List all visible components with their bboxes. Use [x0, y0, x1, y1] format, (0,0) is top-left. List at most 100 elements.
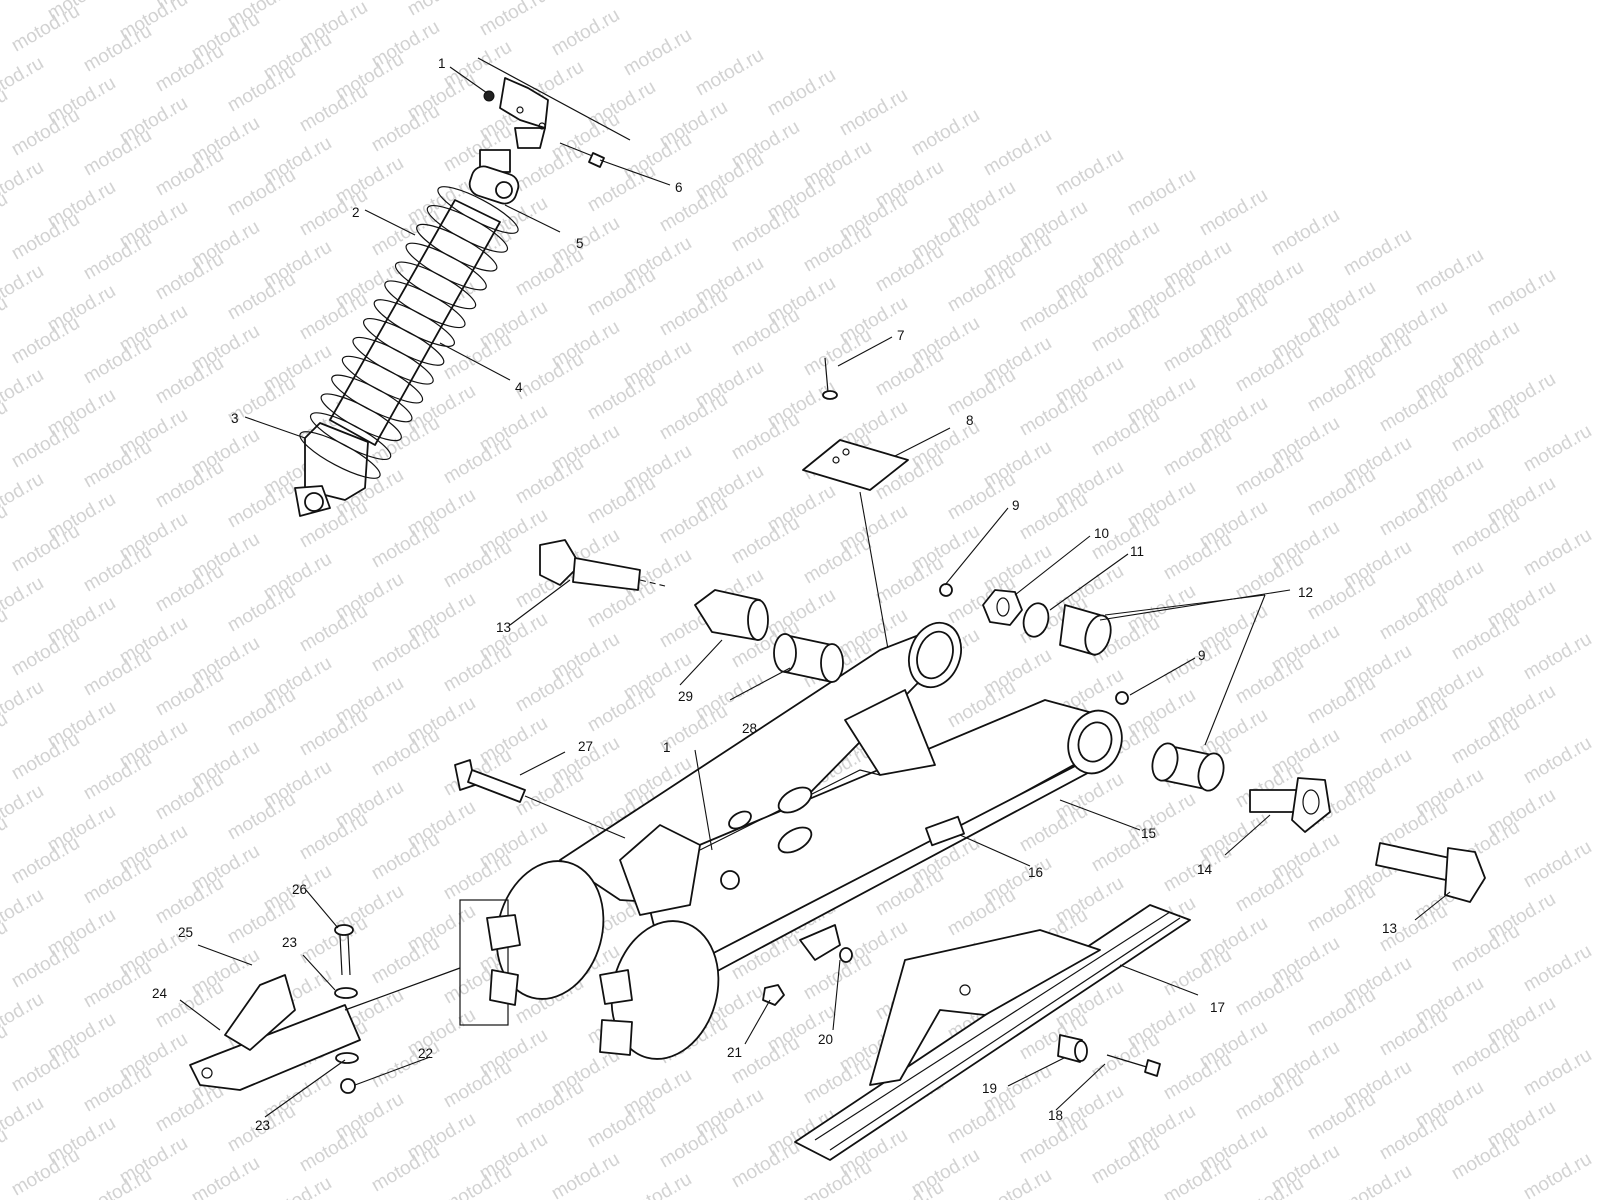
watermark-text: motod.ru [0, 85, 11, 141]
bolt-18 [1106, 1054, 1161, 1077]
callout-27: 27 [578, 739, 593, 754]
watermark-text: motod.ru [1520, 1149, 1595, 1200]
watermark-text: motod.ru [1484, 265, 1559, 321]
watermark-text: motod.ru [0, 501, 11, 557]
watermark-text: motod.ru [1412, 245, 1487, 301]
callout-17: 17 [1210, 1000, 1225, 1015]
watermark-text: motod.ru [1268, 205, 1343, 261]
pivot-bolt-13a [539, 539, 666, 591]
watermark-text: motod.ru [0, 397, 11, 453]
parts-drawing [189, 57, 1486, 1161]
callout-25: 25 [178, 925, 193, 940]
callout-2: 2 [352, 205, 360, 220]
callout-23: 23 [282, 935, 297, 950]
clamp-rings [459, 860, 720, 1060]
watermark-text: motod.ru [0, 709, 11, 765]
washer-20 [799, 924, 853, 963]
callout-20: 20 [818, 1032, 833, 1047]
chain-guard-17 [794, 904, 1191, 1161]
watermark-text: motod.ru [0, 189, 11, 245]
callout-26: 26 [292, 882, 307, 897]
watermark-text: motod.ru [620, 25, 695, 81]
callout-5: 5 [576, 236, 584, 251]
watermark-text: motod.ru [1340, 225, 1415, 281]
spacer-19 [1057, 1034, 1088, 1063]
callout-9: 9 [1012, 498, 1020, 513]
watermark-text: motod.ru [548, 5, 623, 61]
shock-mount-bracket [477, 57, 631, 173]
watermark-text: motod.ru [0, 293, 11, 349]
grease-fitting-9b [1115, 691, 1129, 705]
callout-12: 12 [1298, 585, 1313, 600]
bolt-26 [334, 924, 359, 1094]
callout-13b: 13 [1382, 921, 1397, 936]
callout-24: 24 [152, 986, 168, 1001]
plate-8 [802, 439, 909, 491]
callout-11: 11 [1130, 544, 1144, 559]
callout-23b: 23 [255, 1118, 270, 1133]
washer-11 [1022, 602, 1050, 638]
grease-fitting-9a [939, 583, 953, 597]
watermark-text: motod.ru [0, 917, 11, 973]
callout-3: 3 [231, 411, 239, 426]
watermark-text: motod.ru [1196, 185, 1271, 241]
bushing-28 [773, 633, 844, 683]
watermark-text: motod.ru [0, 605, 11, 661]
callout-19: 19 [982, 1081, 997, 1096]
callout-15: 15 [1141, 826, 1156, 841]
watermark-text: motod.ru [1124, 165, 1199, 221]
watermark-text: motod.ru [1520, 629, 1595, 685]
watermark-text: motod.ru [836, 85, 911, 141]
watermark-text: motod.ru [404, 0, 479, 20]
watermark-text: motod.ru [692, 45, 767, 101]
callout-21: 21 [727, 1045, 742, 1060]
callout-1: 1 [438, 56, 446, 71]
callout-28: 28 [742, 721, 757, 736]
swing-arm [559, 621, 1123, 976]
watermark-text: motod.ru [188, 1153, 263, 1200]
watermark-text: motod.ru [260, 1173, 335, 1200]
callout-16: 16 [1028, 865, 1043, 880]
callout-10: 10 [1094, 526, 1109, 541]
spacer-29 [694, 589, 769, 641]
watermark-text: motod.ru [0, 1125, 11, 1181]
watermark-text: motod.ru [980, 125, 1055, 181]
leader-lines [179, 66, 1451, 1118]
watermark-text: motod.ru [0, 1021, 11, 1077]
callout-8: 8 [966, 413, 974, 428]
nut-10 [982, 589, 1023, 626]
pivot-bolt-13b [1375, 842, 1486, 903]
callout-14: 14 [1197, 862, 1213, 877]
spring-coil [299, 431, 381, 479]
coil-spring [299, 186, 519, 479]
nut-21 [762, 984, 785, 1006]
callout-4: 4 [515, 380, 523, 395]
watermark-text: motod.ru [1520, 525, 1595, 581]
watermark-text: motod.ru [1520, 733, 1595, 789]
callout-18: 18 [1048, 1108, 1063, 1123]
watermark-text: motod.ru [548, 1149, 623, 1200]
watermark-text: motod.ru [1520, 941, 1595, 997]
bolt-6 [559, 142, 605, 168]
watermark-text: motod.ru [764, 65, 839, 121]
callout-13: 13 [496, 620, 511, 635]
shock-absorber [294, 165, 520, 517]
watermark-text: motod.ru [1520, 421, 1595, 477]
watermark-text: motod.ru [980, 1165, 1055, 1200]
watermark-text: motod.ru [476, 0, 551, 40]
watermark-text: motod.ru [0, 813, 11, 869]
bushing-12a [1059, 604, 1112, 656]
watermark-text: motod.ru [1520, 837, 1595, 893]
callout-1b: 1 [663, 740, 671, 755]
watermark-text: motod.ru [620, 1169, 695, 1200]
torque-bracket-24 [189, 967, 461, 1091]
callout-labels: 1 2 3 4 5 6 7 8 9 10 11 12 13 14 15 16 1… [152, 56, 1397, 1133]
watermark-text: motod.ru [908, 105, 983, 161]
bushing-12b [1151, 742, 1225, 792]
watermark-text: motod.ru [1340, 1161, 1415, 1200]
callout-9b: 9 [1198, 648, 1206, 663]
pivot-bolt-14 [1249, 777, 1331, 833]
callout-6: 6 [675, 180, 683, 195]
callout-29: 29 [678, 689, 693, 704]
